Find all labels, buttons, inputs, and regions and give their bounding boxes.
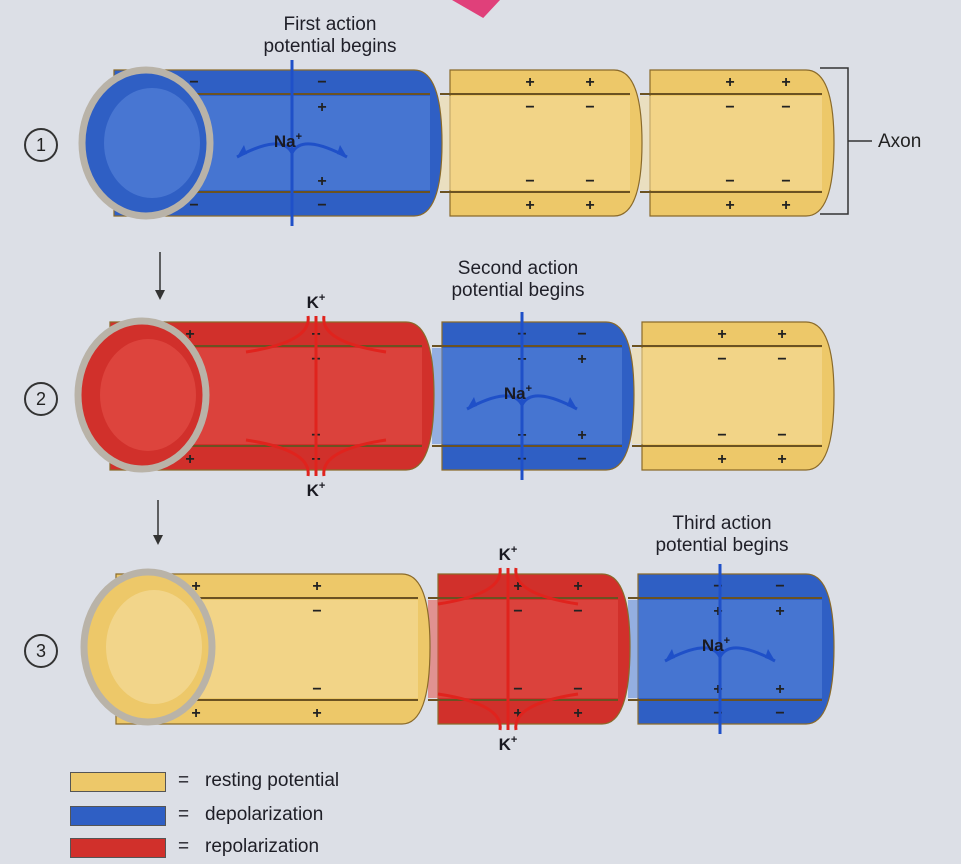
k-ion-label-bottom: K+: [499, 734, 518, 754]
charge-outside: −: [317, 74, 326, 91]
charge-inside: +: [317, 99, 326, 116]
legend-equals: =: [178, 836, 189, 858]
charge-inside: −: [513, 603, 522, 620]
charge-inside: +: [775, 681, 784, 698]
k-ion-label-top: K+: [307, 292, 326, 312]
charge-inside: −: [725, 173, 734, 190]
charge-outside: +: [191, 705, 200, 722]
charge-outside: −: [775, 578, 784, 595]
charge-outside: +: [777, 326, 786, 343]
charge-inside: −: [781, 99, 790, 116]
charge-outside: +: [585, 197, 594, 214]
charge-inside: +: [317, 173, 326, 190]
charge-inside: −: [585, 173, 594, 190]
charge-outside: +: [573, 705, 582, 722]
legend-label-depolarization: depolarization: [205, 804, 323, 826]
charge-outside: +: [717, 451, 726, 468]
charge-outside: +: [585, 74, 594, 91]
legend-swatch-resting: [70, 772, 166, 792]
charge-inside: −: [777, 427, 786, 444]
charge-outside: +: [525, 74, 534, 91]
charge-inside: −: [312, 603, 321, 620]
legend-swatch-repolarization: [70, 838, 166, 858]
charge-inside: −: [525, 173, 534, 190]
charge-inside: −: [573, 603, 582, 620]
charge-outside: +: [781, 74, 790, 91]
charge-outside: −: [577, 451, 586, 468]
axon-cut-end-inner: [104, 88, 200, 198]
charge-inside: −: [525, 99, 534, 116]
axon-lumen-resting: [632, 348, 822, 444]
down-arrowhead-1: [155, 290, 165, 300]
axon-lumen-depolarization: [628, 600, 822, 698]
k-ion-label-bottom: K+: [307, 480, 326, 500]
charge-outside: +: [185, 451, 194, 468]
charge-inside: −: [513, 681, 522, 698]
axon-lumen-repolarization: [428, 600, 618, 698]
axon-lumen-resting: [440, 96, 630, 190]
charge-inside: −: [585, 99, 594, 116]
charge-outside: −: [577, 326, 586, 343]
charge-inside: −: [312, 681, 321, 698]
legend-equals: =: [178, 804, 189, 826]
legend-label-resting: resting potential: [205, 770, 339, 792]
charge-outside: +: [725, 74, 734, 91]
charge-outside: −: [775, 705, 784, 722]
axon-row-3: −++−−++−+−−++−−++−−++−−+Na+K+K+: [84, 544, 834, 754]
legend-swatch-depolarization: [70, 806, 166, 826]
charge-outside: +: [781, 197, 790, 214]
charge-outside: −: [317, 197, 326, 214]
axon-lumen-depolarization: [432, 348, 622, 444]
charge-outside: +: [725, 197, 734, 214]
charge-inside: −: [781, 173, 790, 190]
charge-inside: +: [577, 427, 586, 444]
charge-outside: +: [312, 705, 321, 722]
charge-outside: +: [525, 197, 534, 214]
charge-inside: +: [775, 603, 784, 620]
charge-inside: −: [717, 427, 726, 444]
legend-equals: =: [178, 770, 189, 792]
charge-outside: +: [573, 578, 582, 595]
axon-row-2: +−−++−−+−++−−++−+−−++−−+Na+K+K+: [78, 292, 834, 500]
axon-cut-end-inner: [100, 339, 196, 451]
charge-inside: −: [725, 99, 734, 116]
axon-row-1: +−−++−−++−−++−−+−++−−++−Na+: [82, 60, 834, 226]
k-ion-label-top: K+: [499, 544, 518, 564]
charge-inside: +: [577, 351, 586, 368]
axon-cut-end-inner: [106, 590, 202, 704]
charge-outside: +: [777, 451, 786, 468]
down-arrowhead-2: [153, 535, 163, 545]
charge-outside: +: [717, 326, 726, 343]
charge-inside: −: [717, 351, 726, 368]
charge-inside: −: [777, 351, 786, 368]
legend-label-repolarization: repolarization: [205, 836, 319, 858]
charge-outside: +: [312, 578, 321, 595]
